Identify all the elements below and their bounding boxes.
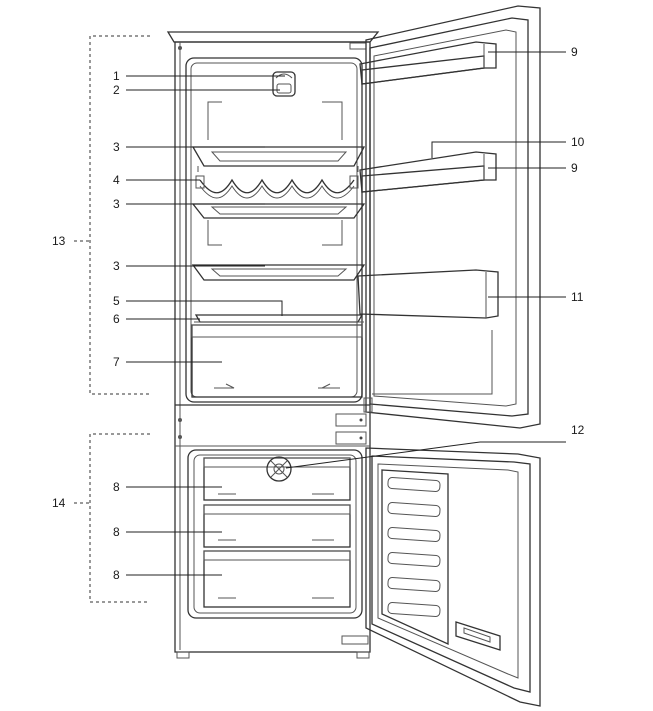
door-bin [359,151,497,193]
compartment-divider [175,404,370,447]
callout-14: 14 [52,496,66,510]
callout-2: 2 [113,83,120,97]
callout-8: 8 [113,480,120,494]
thermostat-lamp-unit [272,71,296,97]
fridge-door [363,5,541,429]
callout-12: 12 [571,423,585,437]
vegetable-crisper [191,324,363,398]
door-bin [359,41,497,85]
callout-9: 9 [571,161,578,175]
callout-8: 8 [113,525,120,539]
freezer-compartment [187,449,363,619]
crisper-cover [194,314,364,323]
callout-11: 11 [571,290,584,304]
glass-shelf [191,203,366,219]
callout-labels: 1 2 3 4 3 3 5 6 7 8 8 8 9 10 9 11 12 13 … [52,45,585,582]
freezer-door [365,447,541,707]
callout-3: 3 [113,259,120,273]
callout-10: 10 [571,135,585,149]
leader-lines [74,35,566,603]
cabinet-body [166,31,380,659]
callout-3: 3 [113,140,120,154]
freezer-drawer [203,550,351,608]
callout-8: 8 [113,568,120,582]
callout-7: 7 [113,355,120,369]
callout-9: 9 [571,45,578,59]
callout-3: 3 [113,197,120,211]
fridge-compartment [185,57,363,403]
callout-4: 4 [113,173,120,187]
glass-shelf [191,264,366,281]
callout-13: 13 [52,234,66,248]
freezer-drawer [203,504,351,548]
callout-1: 1 [113,69,120,83]
glass-shelf [191,146,366,172]
door-bottle-bin [357,269,499,395]
callout-6: 6 [113,312,120,326]
callout-5: 5 [113,294,120,308]
bottle-rack [195,175,359,199]
ice-tray-knob [266,456,292,482]
